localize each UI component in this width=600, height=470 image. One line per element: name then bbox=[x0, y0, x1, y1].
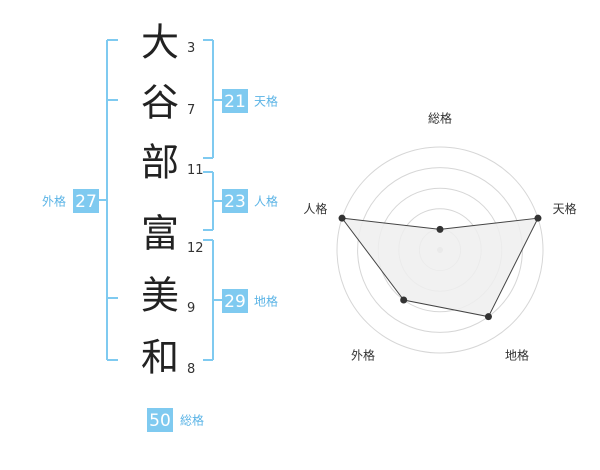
soukaku-value-badge bbox=[147, 408, 173, 432]
jinkaku-value-badge bbox=[222, 189, 248, 213]
radar-axis-label: 天格 bbox=[553, 201, 577, 216]
chikaku-value: 29 bbox=[224, 292, 246, 312]
stroke-count: 7 bbox=[187, 103, 195, 118]
chikaku-label: 地格 bbox=[254, 294, 278, 309]
radar-data-point bbox=[400, 296, 408, 304]
tenkaku-value: 21 bbox=[224, 92, 246, 112]
stroke-count: 11 bbox=[187, 163, 204, 178]
stroke-count: 9 bbox=[187, 301, 195, 316]
radar-data-point bbox=[534, 214, 542, 222]
jinkaku-label: 人格 bbox=[254, 194, 278, 209]
radar-data-point bbox=[484, 313, 492, 321]
tenkaku-label: 天格 bbox=[254, 94, 278, 109]
name-character: 富 bbox=[141, 212, 179, 256]
radar-axis-label: 外格 bbox=[351, 347, 375, 362]
radar-axis-label: 総格 bbox=[428, 111, 452, 126]
radar-data-point bbox=[338, 214, 346, 222]
radar-data-point bbox=[436, 225, 444, 233]
radar-grid-ring bbox=[336, 146, 544, 354]
name-character: 谷 bbox=[141, 81, 179, 125]
stroke-count: 3 bbox=[187, 41, 195, 56]
gaikaku-value: 27 bbox=[75, 192, 97, 212]
name-character: 美 bbox=[141, 274, 179, 318]
gaikaku-value-badge bbox=[73, 189, 99, 213]
stroke-count: 12 bbox=[187, 241, 204, 256]
radar-axis-label: 地格 bbox=[505, 347, 529, 362]
radar-axis-label: 人格 bbox=[303, 201, 327, 216]
jinkaku-value: 23 bbox=[224, 192, 246, 212]
soukaku-label: 総格 bbox=[180, 413, 204, 428]
chikaku-value-badge bbox=[222, 289, 248, 313]
soukaku-value: 50 bbox=[149, 411, 171, 431]
name-character: 大 bbox=[141, 21, 179, 65]
stroke-count: 8 bbox=[187, 362, 195, 377]
gaikaku-label: 外格 bbox=[42, 194, 66, 209]
tenkaku-value-badge bbox=[222, 89, 248, 113]
name-character: 部 bbox=[141, 141, 179, 185]
name-character: 和 bbox=[141, 336, 179, 380]
radar-series-area bbox=[340, 217, 539, 318]
